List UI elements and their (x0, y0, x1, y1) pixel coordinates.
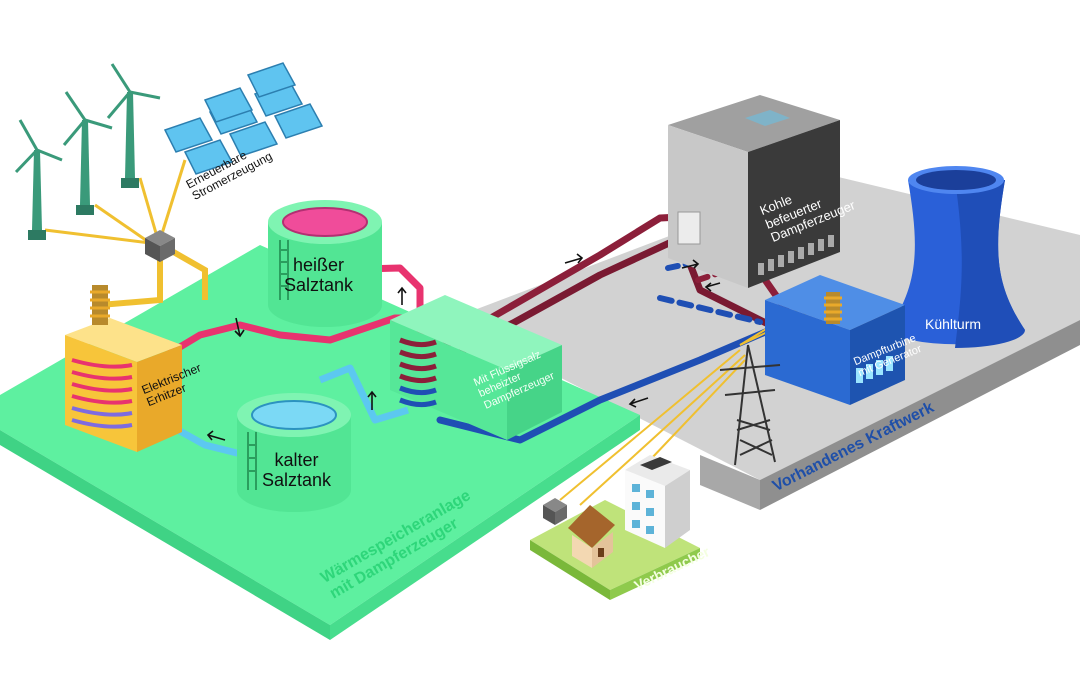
cooling-tower-label: Kühlturm (925, 316, 982, 333)
electric-heater (65, 285, 182, 452)
arrow-down-icon (234, 317, 245, 338)
house (568, 505, 615, 568)
arrow-left-icon (628, 397, 649, 408)
consumer-junction-box (543, 498, 567, 525)
hot-tank-label-line1: heißer (293, 255, 345, 275)
wind-turbine-icon (62, 91, 113, 215)
cooling-tower (888, 166, 1025, 348)
power-pylon (719, 344, 781, 466)
arrow-up-icon (367, 390, 377, 410)
arrow-right-icon (564, 253, 584, 264)
wind-turbines (14, 63, 161, 240)
arrow-up-icon (397, 286, 407, 305)
flow-arrows (206, 253, 721, 441)
cold-tank-label: kalter Salztank (262, 450, 331, 490)
apartment-building (625, 455, 690, 548)
wind-turbine-icon (106, 63, 161, 188)
salt-steam-generator (390, 295, 562, 440)
hot-tank-label-line2: Salztank (284, 275, 354, 296)
arrow-right-icon (681, 259, 700, 269)
hot-salt-tank (268, 200, 382, 327)
transformer-coil-icon (824, 292, 842, 324)
consumer-platform (530, 500, 700, 600)
hot-tank-label: heißer Salztank (284, 255, 353, 295)
wind-turbine-icon (14, 119, 63, 240)
roof-vent-icon (745, 110, 790, 126)
cooling-tower-label-text: Kühlturm (925, 316, 982, 332)
coal-steam-generator (668, 95, 840, 288)
solar-panels (163, 62, 324, 175)
junction-box (145, 230, 175, 262)
arrow-left-icon (206, 430, 226, 441)
cold-salt-tank (237, 393, 351, 512)
heater-coil-icon (90, 285, 110, 325)
cold-tank-label-line1: kalter (274, 450, 319, 470)
cold-tank-label-line2: Salztank (262, 470, 332, 491)
steam-turbine-building (765, 275, 905, 405)
arrow-left-icon (704, 282, 721, 292)
